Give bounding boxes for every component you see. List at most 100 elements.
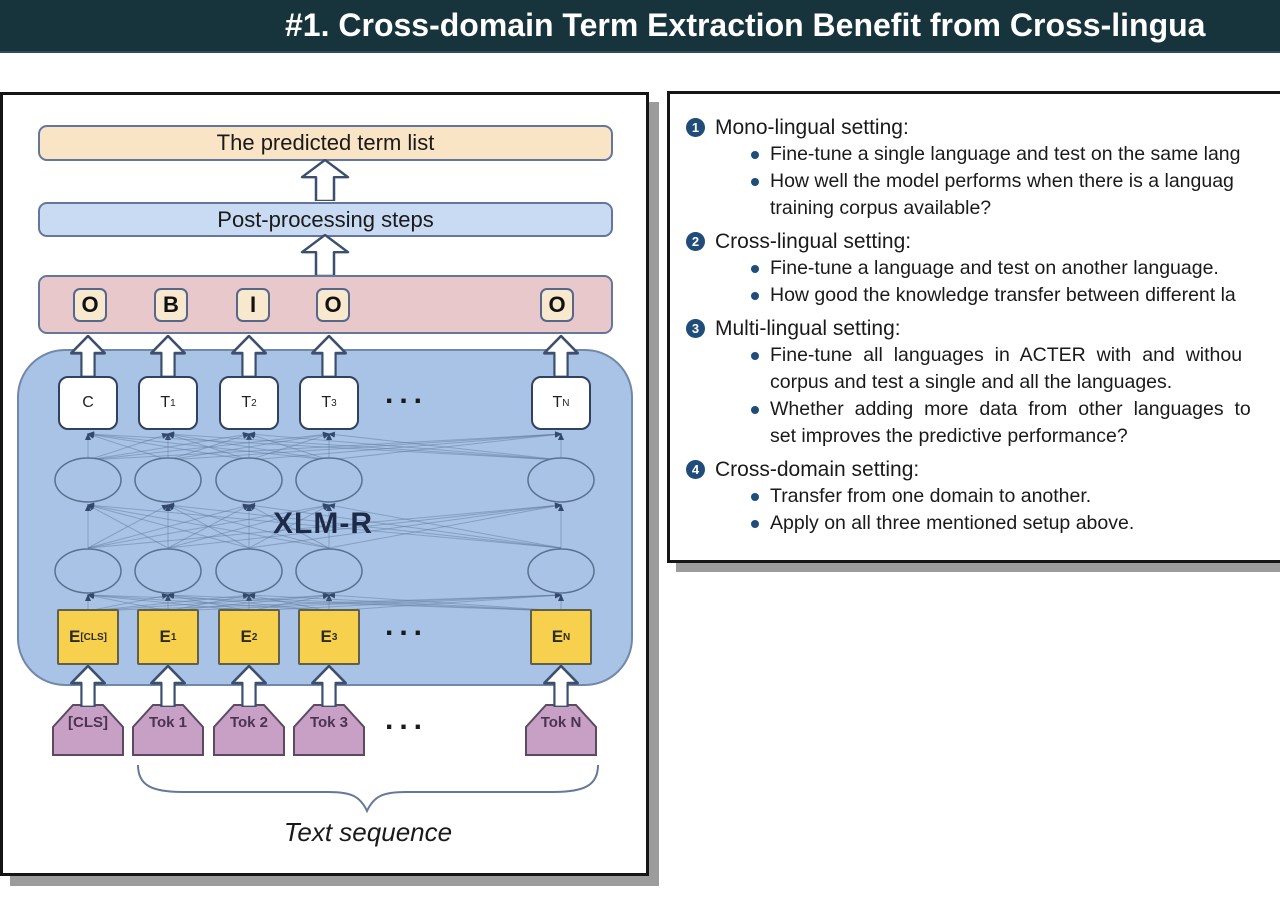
input-token-label: Tok 1 — [148, 714, 188, 731]
bullet-text: Whether adding more data from other lang… — [770, 398, 1251, 420]
bio-tag-label: O — [548, 292, 566, 317]
up-arrow-icon — [149, 664, 187, 712]
list-bullet: Fine-tune a single language and test on … — [670, 141, 1280, 168]
token-label: T — [321, 394, 332, 411]
up-arrow-icon — [310, 664, 348, 712]
embedding-label: E — [159, 627, 171, 646]
token-label: T — [241, 394, 252, 411]
list-bullet: Apply on all three mentioned setup above… — [670, 510, 1280, 537]
bullet-dot-icon — [751, 519, 759, 528]
bullet-dot-icon — [751, 264, 759, 273]
up-arrow-icon — [542, 664, 580, 712]
list-bullet: Fine-tune a language and test on another… — [670, 255, 1280, 282]
list-bullet: How good the knowledge transfer between … — [670, 282, 1280, 309]
item-label: Cross-lingual setting: — [715, 229, 912, 253]
bullet-dot-icon — [751, 492, 759, 501]
embedding-label: E — [240, 627, 252, 646]
bullet-dot-icon — [751, 351, 759, 360]
input-token-label: Tok 3 — [309, 714, 349, 731]
up-arrow-icon — [299, 158, 351, 206]
up-arrow-icon — [542, 334, 580, 382]
up-arrow-icon — [230, 334, 268, 382]
slide-title-bar: #1. Cross-domain Term Extraction Benefit… — [0, 0, 1280, 53]
bullet-dot-icon — [751, 405, 759, 414]
slide-title: #1. Cross-domain Term Extraction Benefit… — [285, 7, 1206, 43]
list-continuation: corpus and test a single and all the lan… — [670, 369, 1280, 396]
up-arrow-icon — [310, 334, 348, 382]
up-arrow-icon — [149, 334, 187, 382]
up-arrow-icon — [69, 334, 107, 382]
token-label: T — [552, 394, 563, 411]
text-sequence-caption: Text sequence — [283, 817, 453, 847]
bio-tag-bar — [38, 275, 613, 334]
list-bullet: Transfer from one domain to another. — [670, 483, 1280, 510]
up-arrow-icon — [230, 664, 268, 712]
input-token-label: Tok 2 — [229, 714, 269, 731]
bio-tag-chip: O — [316, 288, 350, 322]
list-bullet: How well the model performs when there i… — [670, 168, 1280, 195]
embedding-label: E — [320, 627, 332, 646]
list-item: 4 Cross-domain setting: — [670, 456, 1280, 483]
bio-tag-chip: O — [73, 288, 107, 322]
embedding-box: E[CLS] — [57, 609, 119, 665]
bullet-text: set improves the predictive performance? — [770, 425, 1128, 447]
ellipsis-dots: ... — [385, 377, 429, 410]
predicted-term-list-label: The predicted term list — [216, 130, 435, 155]
token-label: C — [82, 394, 94, 411]
input-token-shape: Tok 2 — [213, 704, 285, 756]
ellipsis-dots: ... — [385, 703, 429, 736]
bio-tag-chip: I — [236, 288, 270, 322]
input-token-shape: Tok 1 — [132, 704, 204, 756]
bio-tag-label: I — [249, 292, 257, 317]
post-processing-label: Post-processing steps — [217, 206, 434, 232]
numbered-bullet-icon: 4 — [686, 460, 705, 479]
input-token-shape: Tok N — [525, 704, 597, 756]
item-label: Cross-domain setting: — [715, 457, 920, 481]
bullet-text: Fine-tune all languages in ACTER with an… — [770, 344, 1243, 366]
embedding-label: E — [551, 627, 564, 646]
embedding-label: E — [68, 627, 81, 646]
list-continuation: training corpus available? — [670, 195, 1280, 222]
model-name-label: XLM-R — [273, 507, 373, 540]
bio-tag-label: O — [81, 292, 99, 317]
input-token-label: [CLS] — [68, 714, 108, 731]
item-label: Multi-lingual setting: — [715, 316, 901, 340]
list-bullet: Fine-tune all languages in ACTER with an… — [670, 342, 1280, 369]
input-token-shape: [CLS] — [52, 704, 124, 756]
list-continuation: set improves the predictive performance? — [670, 423, 1280, 450]
post-processing-box: Post-processing steps — [38, 202, 613, 237]
input-token-label: Tok N — [540, 714, 582, 731]
output-token-box: C — [58, 376, 118, 430]
list-item: 2 Cross-lingual setting: — [670, 228, 1280, 255]
bullet-dot-icon — [751, 291, 759, 300]
bullet-dot-icon — [751, 150, 759, 159]
bullet-dot-icon — [751, 177, 759, 186]
bio-tag-chip: B — [154, 288, 188, 322]
bullet-text: Apply on all three mentioned setup above… — [770, 512, 1135, 534]
bio-tag-label: B — [163, 292, 179, 317]
list-bullet: Whether adding more data from other lang… — [670, 396, 1280, 423]
bullet-text: Fine-tune a language and test on another… — [770, 257, 1219, 279]
bullet-text: Transfer from one domain to another. — [770, 485, 1092, 507]
predicted-term-list-box: The predicted term list — [38, 125, 613, 161]
bullet-text: How good the knowledge transfer between … — [770, 284, 1236, 306]
input-token-shape: Tok 3 — [293, 704, 365, 756]
up-arrow-icon — [299, 233, 351, 281]
architecture-figure-panel: The predicted term list Post-processing … — [0, 92, 649, 876]
up-arrow-icon — [69, 664, 107, 712]
token-label: T — [160, 394, 171, 411]
bio-tag-chip: O — [540, 288, 574, 322]
bio-tag-label: O — [324, 292, 342, 317]
numbered-bullet-icon: 2 — [686, 232, 705, 251]
bullet-text: Fine-tune a single language and test on … — [770, 143, 1241, 165]
